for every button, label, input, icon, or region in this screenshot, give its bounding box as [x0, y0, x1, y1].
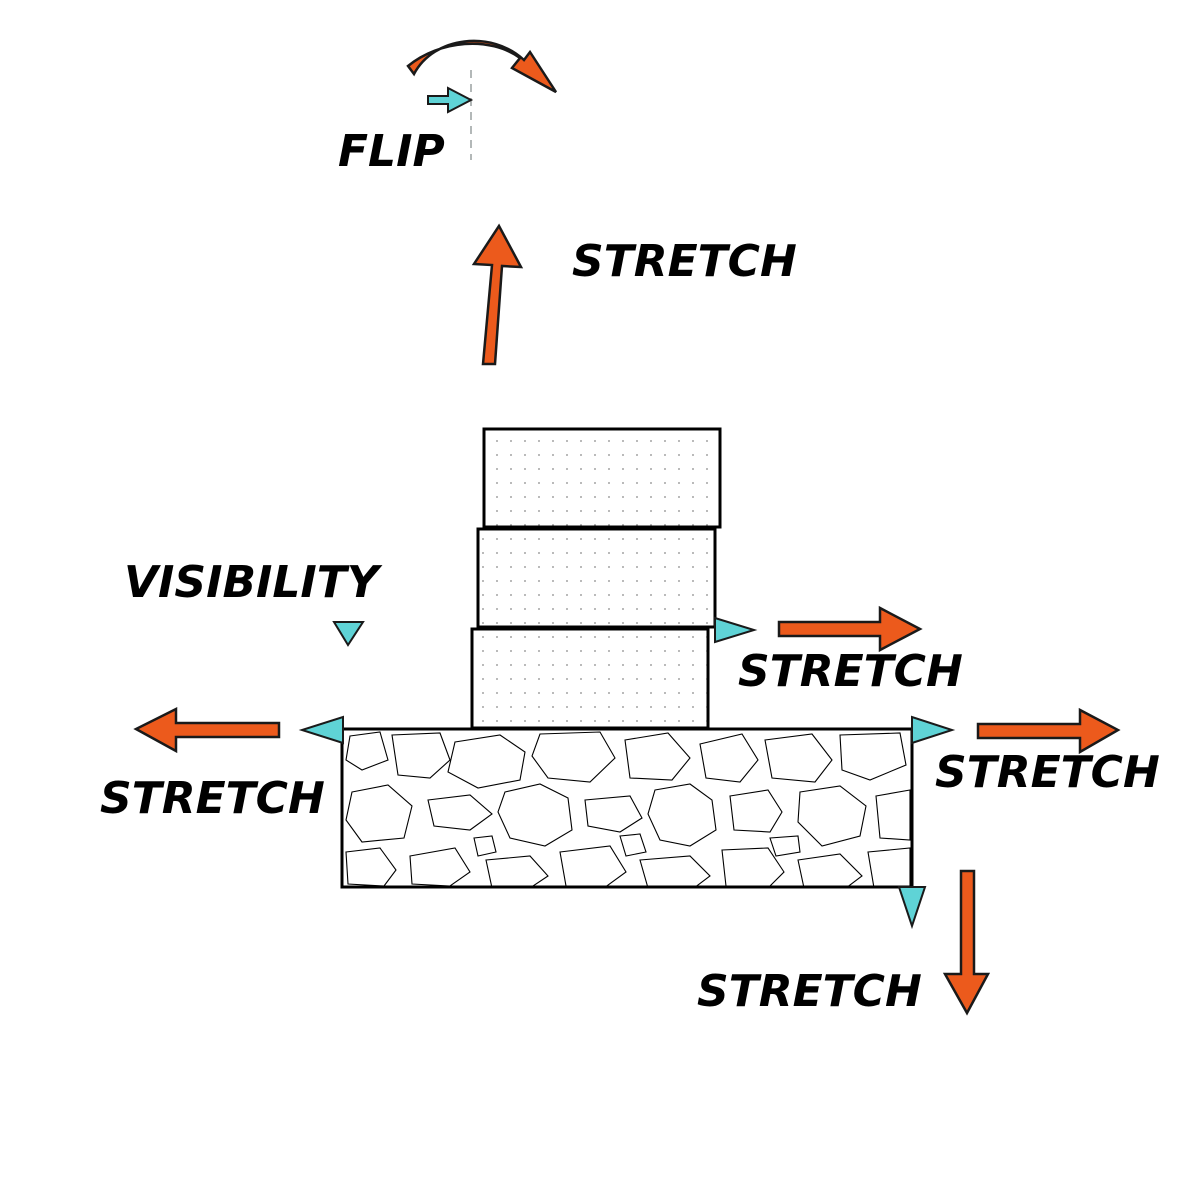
stretch-bottom-arrow-icon — [942, 869, 991, 1016]
stretch-left-arrow-icon — [133, 706, 281, 754]
foundation-footing — [340, 727, 914, 889]
visibility-grip-icon[interactable] — [332, 621, 365, 647]
pier-block-middle — [476, 527, 717, 629]
stretch-top-label: STRETCH — [572, 236, 797, 287]
stretch-mid-right-grip-icon[interactable] — [714, 616, 758, 644]
pier-block-top — [482, 427, 722, 529]
stretch-left-grip-icon[interactable] — [298, 715, 344, 745]
stretch-right-label: STRETCH — [935, 747, 1160, 798]
flip-label: FLIP — [338, 126, 445, 177]
stretch-mid-right-arrow-icon — [777, 605, 923, 653]
stretch-left-label: STRETCH — [100, 773, 325, 824]
stretch-bottom-grip-icon[interactable] — [897, 886, 927, 930]
stretch-bottom-label: STRETCH — [697, 966, 922, 1017]
flip-grip-icon[interactable] — [427, 86, 474, 114]
stretch-right-grip-icon[interactable] — [911, 715, 956, 745]
stretch-top-arrow-icon — [471, 223, 524, 366]
visibility-label: VISIBILITY — [124, 557, 383, 608]
stretch-right-arrow-icon — [976, 707, 1121, 755]
stretch-mid-right-label: STRETCH — [738, 646, 963, 697]
flip-control[interactable] — [406, 39, 558, 160]
pier-block-bottom — [470, 627, 710, 730]
flip-curved-arrow-icon — [406, 39, 558, 94]
